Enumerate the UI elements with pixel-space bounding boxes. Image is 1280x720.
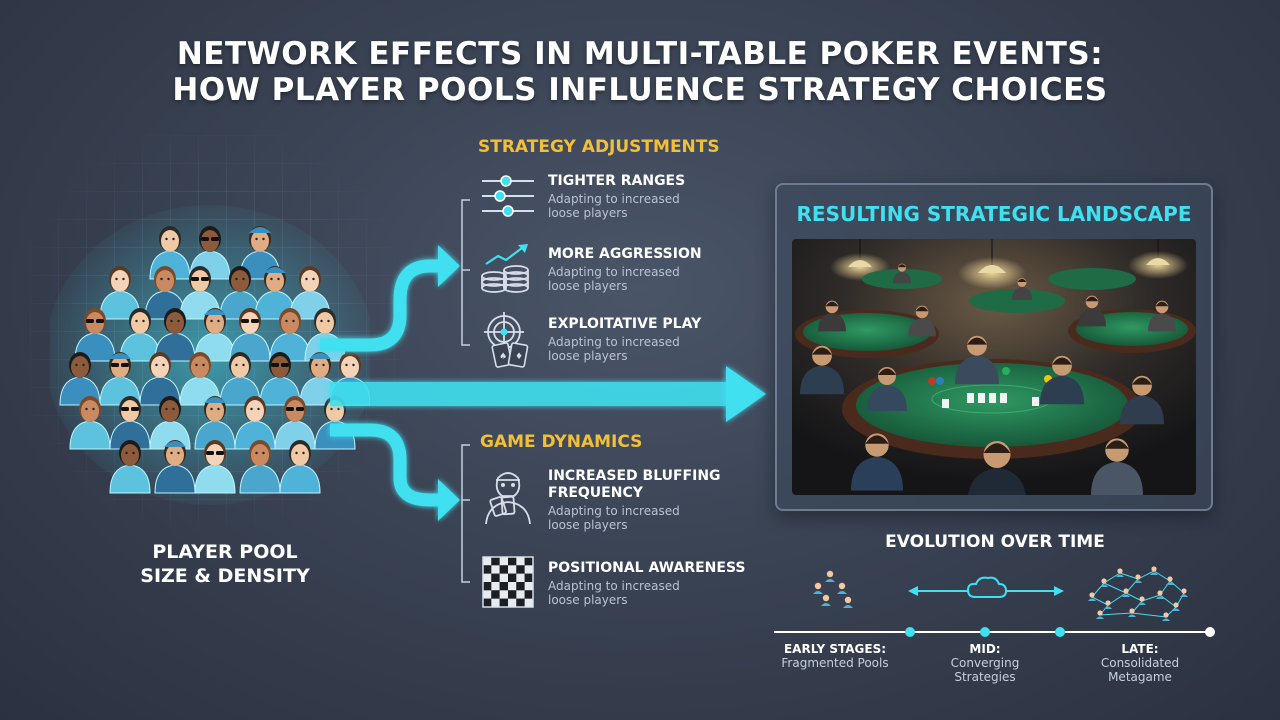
poker-player	[851, 433, 903, 491]
svg-text:♦: ♦	[515, 352, 523, 362]
title-line-2: HOW PLAYER POOLS INFLUENCE STRATEGY CHOI…	[172, 72, 1108, 108]
chessboard-icon	[482, 556, 534, 608]
evolution-timeline	[774, 566, 1215, 637]
player-crowd-illustration	[50, 205, 370, 505]
stage-late-name: LATE:	[1121, 642, 1159, 656]
poker-player	[893, 263, 911, 284]
stage-early: EARLY STAGES: Fragmented Pools	[775, 642, 895, 670]
crowd-person	[239, 440, 281, 494]
crowd-person	[279, 440, 321, 494]
poker-player	[818, 300, 846, 332]
timeline-markers	[905, 627, 1215, 637]
crowd-person	[194, 440, 236, 494]
item-positional-awareness-sub: Adapting to increased loose players	[548, 579, 680, 607]
item-increased-bluffing-title: INCREASED BLUFFING FREQUENCY	[548, 468, 721, 501]
evolution-heading: EVOLUTION OVER TIME	[885, 532, 1105, 552]
stage-late: LATE: Consolidated Metagame	[1085, 642, 1195, 684]
player-pool-label-line-2: SIZE & DENSITY	[140, 565, 310, 587]
poker-player	[1091, 438, 1143, 495]
arrow-to-game-dynamics	[330, 423, 440, 507]
arrow-head-main	[726, 366, 766, 422]
stage-mid-desc: Converging Strategies	[950, 656, 1020, 684]
crowd-person	[154, 440, 196, 494]
player-pool-label: PLAYER POOL SIZE & DENSITY	[110, 540, 340, 588]
crowd-person	[99, 352, 141, 406]
table-cards	[942, 393, 1039, 408]
fragmented-pool-icon	[813, 570, 853, 608]
crowd-person	[229, 308, 271, 362]
poker-player	[1078, 295, 1106, 327]
title-line-1: NETWORK EFFECTS IN MULTI-TABLE POKER EVE…	[176, 36, 1104, 72]
stage-early-desc: Fragmented Pools	[781, 656, 889, 670]
sliders-icon	[482, 175, 534, 217]
dynamics-bracket	[461, 444, 470, 583]
crowd-person	[109, 440, 151, 494]
poker-room-illustration	[792, 239, 1196, 495]
consolidated-network-icon	[1088, 566, 1188, 621]
strategy-bracket	[461, 199, 470, 346]
crowd-person	[194, 308, 236, 362]
arrow-head-upper	[438, 245, 460, 287]
stage-late-desc: Consolidated Metagame	[1100, 656, 1180, 684]
crowd-person	[109, 396, 151, 450]
poker-player	[800, 345, 844, 395]
poker-player	[867, 367, 907, 411]
item-positional-awareness-title: POSITIONAL AWARENESS	[548, 560, 746, 576]
stage-mid: MID: Converging Strategies	[935, 642, 1035, 684]
player-pool-label-line-1: PLAYER POOL	[152, 541, 298, 563]
arrow-to-strategy-adjustments	[320, 259, 440, 352]
item-increased-bluffing-sub: Adapting to increased loose players	[548, 504, 680, 532]
item-more-aggression-sub: Adapting to increased loose players	[548, 265, 680, 293]
stage-mid-name: MID:	[969, 642, 1001, 656]
item-exploitative-play-title: EXPLOITATIVE PLAY	[548, 316, 702, 332]
ceiling-lamps	[830, 239, 1188, 289]
stage-early-name: EARLY STAGES:	[783, 642, 887, 656]
converging-arrow-icon	[908, 576, 1064, 598]
crowd-person	[269, 308, 311, 362]
arrow-head-lower	[438, 479, 460, 521]
game-dynamics-heading: GAME DYNAMICS	[480, 432, 643, 452]
poker-player	[908, 305, 936, 337]
crowd-person	[69, 396, 111, 450]
crowd-person	[139, 352, 181, 406]
poker-player	[968, 441, 1026, 495]
landscape-heading: RESULTING STRATEGIC LANDSCAPE	[796, 202, 1192, 226]
item-tighter-ranges-sub: Adapting to increased loose players	[548, 192, 680, 220]
poker-players	[800, 263, 1176, 495]
crowd-person	[154, 308, 196, 362]
arrow-to-landscape	[330, 382, 730, 406]
crowd-person	[119, 308, 161, 362]
crowd-person	[99, 266, 141, 320]
poker-player	[1040, 355, 1084, 405]
poker-player	[1148, 300, 1176, 332]
poker-player	[1120, 375, 1164, 425]
item-more-aggression-title: MORE AGGRESSION	[548, 246, 702, 262]
target-cards-icon: ♠ ♦	[484, 312, 529, 368]
poker-player	[1012, 278, 1032, 300]
svg-text:♠: ♠	[499, 352, 507, 362]
crowd-person	[194, 396, 236, 450]
bluffing-player-icon	[485, 472, 531, 525]
poker-player	[955, 335, 999, 385]
chip-stack-icon	[481, 244, 529, 293]
strategy-adjustments-heading: STRATEGY ADJUSTMENTS	[478, 137, 720, 157]
crowd-people	[59, 226, 370, 494]
item-tighter-ranges-title: TIGHTER RANGES	[548, 173, 686, 189]
item-exploitative-play-sub: Adapting to increased loose players	[548, 335, 680, 363]
crowd-person	[149, 396, 191, 450]
